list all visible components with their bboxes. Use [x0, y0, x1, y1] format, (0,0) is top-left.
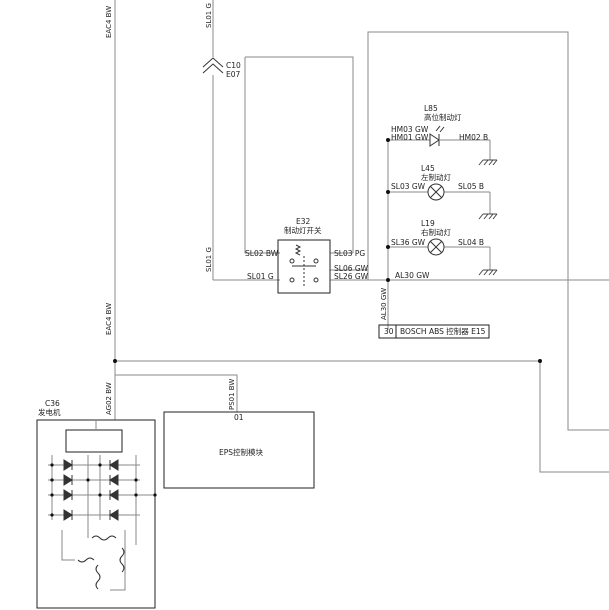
switch-right-top-label: SL03 PG — [334, 249, 365, 258]
switch-left-bottom-label: SL01 G — [247, 272, 274, 281]
lamp-l45-id: L45 — [421, 164, 435, 173]
lamp-l85-in2: HM01 GW — [391, 133, 429, 142]
switch-contact-icon — [313, 258, 319, 264]
diode-icon — [109, 489, 119, 501]
diode-icon — [109, 509, 119, 521]
switch-e32: E32 制动灯开关 SL02 BW SL01 G SL03 PG SL06 GW… — [245, 217, 369, 294]
generator-id: C36 — [45, 399, 60, 408]
label-al30-vert: AL30 GW — [380, 288, 388, 320]
wire-outer-loop — [367, 31, 609, 431]
led-ray-icon — [439, 126, 445, 133]
eps-module: 01 EPS控制模块 — [163, 411, 315, 489]
ground-icon — [478, 269, 498, 276]
junction-dot — [113, 359, 117, 363]
label-sl01-top: SL01 G — [205, 3, 213, 28]
lamp-l45-out: SL05 B — [458, 182, 484, 191]
ground-icon — [478, 213, 498, 220]
switch-right-bottom-label: SL26 GW — [334, 272, 369, 281]
switch-left-top-label: SL02 BW — [245, 249, 279, 258]
diode-icon — [109, 459, 119, 471]
junction-dot — [386, 138, 390, 142]
abs-pin: 30 — [384, 327, 394, 336]
lamp-l19-name: 右制动灯 — [421, 227, 451, 237]
junction-dot — [386, 245, 390, 249]
connector-chevron-icon — [202, 63, 224, 74]
diode-icon — [63, 509, 73, 521]
diode-icon — [63, 489, 73, 501]
diode-icon — [63, 459, 73, 471]
stator-winding-icon — [61, 520, 137, 591]
lamp-l85: L85 高位制动灯 HM03 GW HM01 GW HM02 B — [391, 104, 498, 166]
label-eac4-mid: EAC4 BW — [105, 303, 113, 335]
generator-box — [36, 419, 156, 609]
switch-contact-icon — [289, 277, 295, 283]
label-eac4-top: EAC4 BW — [105, 6, 113, 38]
generator-name: 发电机 — [38, 407, 61, 417]
wire-sl02-in — [244, 57, 280, 254]
junction-dot — [386, 278, 390, 282]
label-ag02: AG02 BW — [105, 382, 113, 415]
lamp-l85-id: L85 — [424, 104, 438, 113]
led-icon — [429, 133, 440, 147]
switch-spring-icon — [294, 244, 302, 256]
junction-dot — [538, 359, 542, 363]
lamp-bulb-icon — [427, 238, 445, 256]
abs-controller: 30 BOSCH ABS 控制器 E15 — [378, 324, 490, 339]
connector-c10-id: C10 — [226, 61, 241, 70]
junction-dot — [386, 190, 390, 194]
label-sl01-mid: SL01 G — [205, 247, 213, 272]
eps-pin: 01 — [234, 413, 244, 422]
junctions — [113, 138, 542, 363]
lamp-l85-name: 高位制动灯 — [424, 112, 462, 122]
lamp-l19-in: SL36 GW — [391, 238, 426, 247]
diode-icon — [63, 474, 73, 486]
label-al30: AL30 GW — [395, 271, 430, 280]
rectifier-bridge — [48, 455, 157, 521]
lamp-cross-icon — [429, 185, 443, 199]
eps-box — [163, 411, 315, 489]
lamp-cross-icon — [429, 240, 443, 254]
wire-bus-right — [539, 361, 609, 473]
switch-contact-icon — [313, 277, 319, 283]
switch-box — [277, 239, 331, 294]
label-ps01: PS01 BW — [228, 379, 236, 410]
lamp-l19: L19 右制动灯 SL36 GW SL04 B — [391, 219, 498, 276]
switch-e32-name: 制动灯开关 — [284, 225, 322, 235]
lamp-bulb-icon — [427, 183, 445, 201]
switch-contact-icon — [289, 258, 295, 264]
lamp-l45: L45 左制动灯 SL03 GW SL05 B — [391, 164, 498, 220]
generator-c36: C36 发电机 — [36, 399, 157, 609]
eps-name: EPS控制模块 — [219, 447, 264, 457]
lamp-l19-id: L19 — [421, 219, 435, 228]
wires — [114, 0, 609, 473]
ground-icon — [478, 159, 498, 166]
switch-e32-id: E32 — [296, 217, 311, 226]
lamp-l45-in: SL03 GW — [391, 182, 426, 191]
lamp-l19-out: SL04 B — [458, 238, 484, 247]
diode-icon — [109, 474, 119, 486]
connector-c10: C10 E07 — [202, 57, 241, 79]
connector-chevron-icon — [202, 57, 224, 68]
connector-c10-sub: E07 — [226, 70, 241, 79]
wire-sl02-loop — [245, 56, 354, 253]
abs-label: BOSCH ABS 控制器 E15 — [400, 326, 486, 336]
wire-ps01 — [115, 374, 238, 412]
lamp-l85-out: HM02 B — [459, 133, 488, 142]
generator-regulator — [65, 429, 123, 453]
led-ray-icon — [435, 125, 441, 132]
switch-right-mid-label: SL06 GW — [334, 264, 369, 273]
lamp-l85-in1: HM03 GW — [391, 125, 429, 134]
abs-box — [378, 324, 490, 339]
lamp-l45-name: 左制动灯 — [421, 172, 451, 182]
